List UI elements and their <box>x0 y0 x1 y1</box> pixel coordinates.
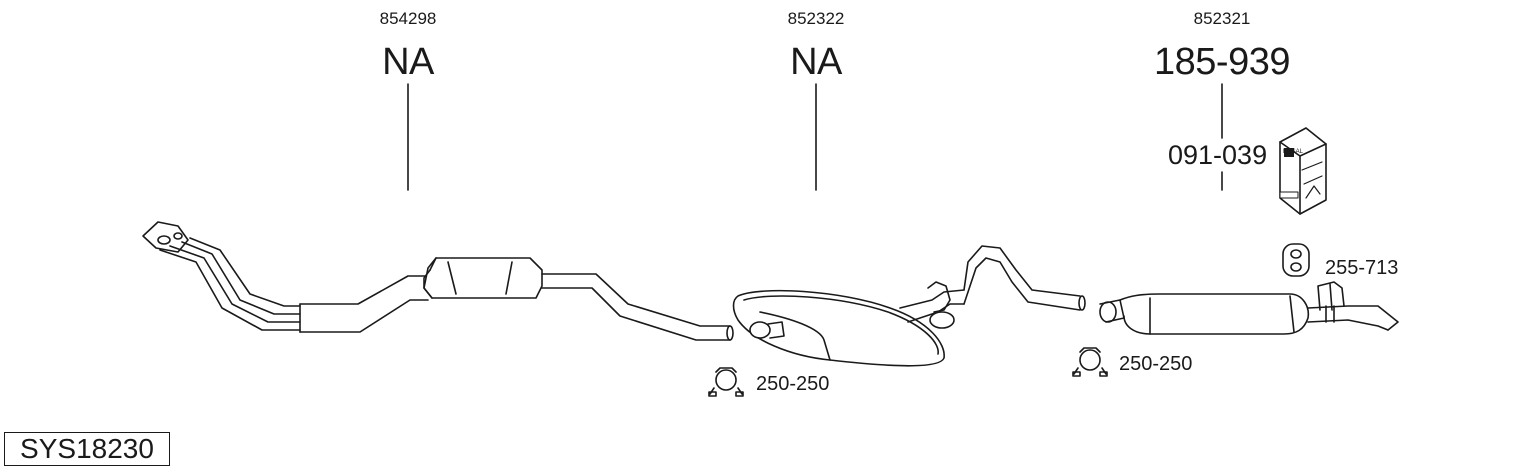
front-pipe <box>142 221 429 333</box>
centre-silencer <box>732 245 1086 367</box>
clamp-rear-number[interactable]: 250-250 <box>1119 353 1193 375</box>
part-number-section-3[interactable]: 185-939 <box>1154 41 1290 83</box>
rubber-mount-icon <box>1282 243 1310 277</box>
part-number-section-2[interactable]: NA <box>790 41 842 83</box>
system-code-box: SYS18230 <box>4 432 170 466</box>
oe-number-section-3: 852321 <box>1193 9 1251 28</box>
mounting-kit-number[interactable]: 091-039 <box>1168 140 1268 170</box>
oe-number-section-1: 854298 <box>379 9 437 28</box>
rubber-mount-number[interactable]: 255-713 <box>1325 257 1399 279</box>
kit-box-brand: BOSAL <box>1283 149 1304 155</box>
clamp-front-number[interactable]: 250-250 <box>756 373 830 395</box>
part-number-section-1[interactable]: NA <box>382 41 434 83</box>
front-silencer <box>423 257 734 341</box>
pipe-clamp-icon <box>708 367 744 397</box>
oe-number-section-2: 852322 <box>787 9 845 28</box>
pipe-clamp-icon <box>1072 347 1108 377</box>
rear-silencer <box>1099 281 1399 335</box>
mounting-kit-box-icon <box>1279 127 1327 215</box>
